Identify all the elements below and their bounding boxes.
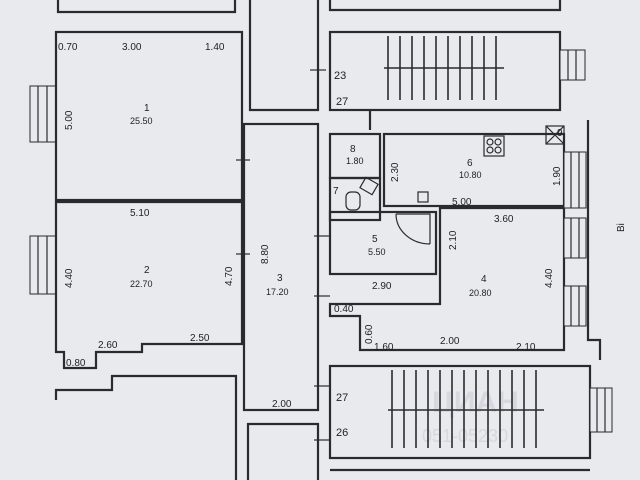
right-windows bbox=[563, 120, 602, 360]
watermark-code: 051-05230 bbox=[422, 426, 508, 446]
dim-r4-right: 4.40 bbox=[544, 268, 555, 288]
room-7 bbox=[328, 176, 382, 222]
room-3-number: 3 bbox=[277, 273, 283, 284]
room-6-number: 6 bbox=[467, 158, 473, 169]
dim-r4-bottom-mid: 2.00 bbox=[440, 336, 460, 347]
dim-r5-bottom: 2.90 bbox=[372, 281, 392, 292]
dim-r1-top-left: 0.70 bbox=[58, 42, 78, 53]
room-9 bbox=[545, 125, 565, 145]
room-9-number: 9 bbox=[557, 128, 563, 139]
dim-r2-bottom-mid: 2.60 bbox=[98, 340, 118, 351]
room-2-number: 2 bbox=[144, 265, 150, 276]
left-windows bbox=[29, 85, 57, 295]
dim-r3-bottom: 2.00 bbox=[272, 399, 292, 410]
top-staircase bbox=[328, 30, 586, 130]
room-6-area: 10.80 bbox=[459, 170, 482, 180]
room-8-number: 8 bbox=[350, 144, 356, 155]
room-7-number: 7 bbox=[333, 186, 339, 197]
room-5-area: 5.50 bbox=[368, 247, 386, 257]
room-2-area: 22.70 bbox=[130, 279, 153, 289]
dim-r2-left: 4.40 bbox=[64, 268, 75, 288]
flat-number-27-top: 27 bbox=[336, 96, 348, 108]
dim-r2-corner: 0.80 bbox=[66, 358, 86, 369]
dim-r1-top-mid: 3.00 bbox=[122, 42, 142, 53]
dim-r1-left: 5.00 bbox=[64, 110, 75, 130]
flat-number-27-bottom: 27 bbox=[336, 392, 348, 404]
room-3 bbox=[242, 122, 320, 412]
room-1 bbox=[54, 30, 244, 202]
room-4-number: 4 bbox=[481, 274, 487, 285]
room-5-number: 5 bbox=[372, 234, 378, 245]
room-1-area: 25.50 bbox=[130, 116, 153, 126]
bottom-walls bbox=[54, 374, 320, 480]
door-ticks bbox=[236, 69, 330, 441]
dim-r4-bottom-right: 2.10 bbox=[516, 342, 536, 353]
dim-r2-right: 4.70 bbox=[224, 266, 235, 286]
dim-r2-bottom-right: 2.50 bbox=[190, 333, 210, 344]
dim-r6-r4-mid: 5.00 bbox=[452, 197, 472, 208]
top-walls bbox=[56, 0, 562, 112]
room-1-number: 1 bbox=[144, 103, 150, 114]
room-4-area: 20.80 bbox=[469, 288, 492, 298]
dim-small-a: 0.40 bbox=[334, 304, 354, 315]
side-label: Bi bbox=[616, 223, 627, 232]
room-3-area: 17.20 bbox=[266, 287, 289, 297]
dim-r4-top: 3.60 bbox=[494, 214, 514, 225]
dim-r4-bottom-left: 1.60 bbox=[374, 342, 394, 353]
dim-r1-r2-mid: 5.10 bbox=[130, 208, 150, 219]
dim-small-b: 0.60 bbox=[364, 324, 375, 344]
flat-number-23: 23 bbox=[334, 70, 346, 82]
room-8-area: 1.80 bbox=[346, 156, 364, 166]
dim-r6-left: 2.30 bbox=[390, 162, 401, 182]
bottom-staircase bbox=[328, 364, 613, 472]
dim-r6-right: 1.90 bbox=[552, 166, 563, 186]
dim-r1-top-right: 1.40 bbox=[205, 42, 225, 53]
room-5 bbox=[328, 210, 438, 276]
dim-r3-height: 8.80 bbox=[260, 244, 271, 264]
flat-number-26: 26 bbox=[336, 427, 348, 439]
dim-r4-left: 2.10 bbox=[448, 230, 459, 250]
room-2 bbox=[54, 200, 244, 370]
